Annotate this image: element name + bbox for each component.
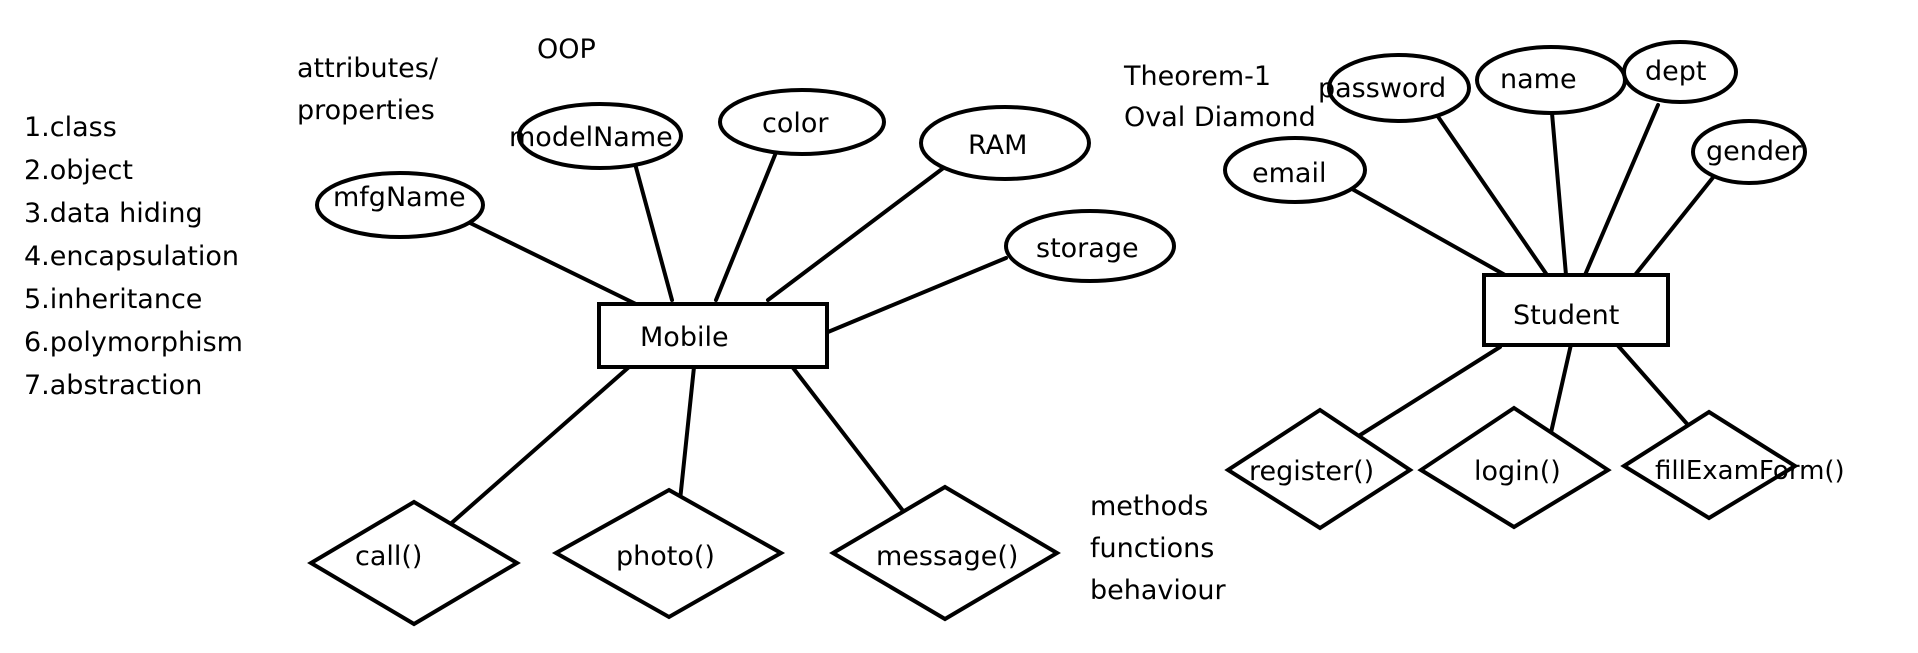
connector-message [785, 358, 909, 518]
concept-item: 2.object [24, 155, 133, 186]
connector-photo [677, 365, 696, 512]
attribute-dept-label: dept [1645, 56, 1706, 87]
methods-note-line1: methods [1090, 491, 1209, 522]
attributes-note-line2: properties [297, 95, 435, 126]
method-message [829, 484, 1061, 622]
attribute-gender-label: gender [1706, 136, 1803, 167]
oop-concepts-list: 1.class 2.object 3.data hiding 4.encapsu… [24, 106, 243, 407]
concept-item: 4.encapsulation [24, 241, 239, 272]
concept-item: 3.data hiding [24, 198, 203, 229]
method-register [1224, 407, 1414, 531]
concept-item: 7.abstraction [24, 370, 203, 401]
concept-item: 5.inheritance [24, 284, 203, 315]
connector-password [1428, 103, 1549, 277]
attribute-modelname [517, 102, 683, 170]
attribute-mfgname [315, 171, 485, 239]
entity-student-label: Student [1513, 300, 1619, 331]
entity-mobile-label: Mobile [640, 322, 729, 353]
connector-call [445, 365, 631, 529]
method-fillexamform-label: fillExamForm() [1655, 456, 1845, 486]
method-photo-label: photo() [616, 541, 715, 572]
connector-register [1355, 345, 1502, 439]
method-register-label: register() [1249, 456, 1374, 487]
connector-gender [1633, 168, 1721, 277]
attribute-email [1223, 136, 1367, 204]
attribute-password-label: password [1318, 73, 1446, 104]
connector-email [1343, 183, 1507, 277]
attribute-mfgname-label: mfgName [333, 182, 466, 213]
heading-oop: OOP [537, 34, 596, 65]
attribute-email-label: email [1252, 158, 1326, 189]
attribute-color [718, 88, 886, 156]
attribute-password [1327, 53, 1471, 123]
methods-note-line3: behaviour [1090, 575, 1226, 606]
attribute-storage-label: storage [1036, 233, 1139, 264]
connector-ram [766, 161, 952, 302]
concept-item: 6.polymorphism [24, 327, 243, 358]
connector-fillexamform [1611, 338, 1690, 427]
attribute-modelname-label: modelName [509, 122, 673, 153]
entity-student: Student [1482, 273, 1670, 347]
attribute-gender [1691, 119, 1807, 185]
connector-modelname [632, 158, 674, 302]
theorem-note-line1: Theorem-1 [1124, 61, 1272, 92]
attribute-storage [1004, 209, 1176, 283]
attribute-dept [1622, 40, 1738, 104]
method-call-label: call() [355, 541, 422, 572]
connector-name [1550, 111, 1568, 277]
connector-storage [826, 256, 1008, 334]
connector-dept [1583, 103, 1660, 277]
theorem-note-line2: Oval Diamond [1124, 102, 1316, 133]
entity-mobile: Mobile [597, 302, 829, 369]
method-login [1417, 405, 1612, 530]
connector-mfgname [462, 218, 644, 309]
connector-color [714, 148, 779, 302]
concept-item: 1.class [24, 112, 117, 143]
attribute-ram [919, 105, 1091, 181]
method-login-label: login() [1474, 456, 1561, 487]
method-fillexamform [1620, 409, 1799, 521]
attribute-name-label: name [1500, 64, 1577, 95]
methods-note-line2: functions [1090, 533, 1215, 564]
method-photo [551, 487, 786, 620]
attributes-note-line1: attributes/ [297, 53, 438, 84]
attribute-color-label: color [762, 108, 829, 139]
method-call [307, 499, 521, 627]
connector-login [1548, 338, 1574, 439]
attribute-ram-label: RAM [968, 130, 1027, 161]
method-message-label: message() [876, 541, 1018, 572]
